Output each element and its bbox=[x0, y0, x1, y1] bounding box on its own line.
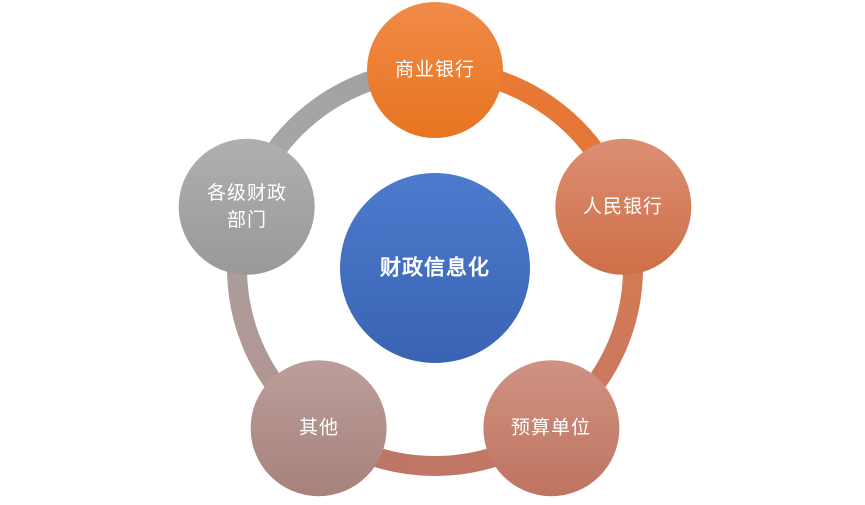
node-circle-other bbox=[250, 360, 387, 497]
node-label-finance-departments: 各级财政部门 bbox=[206, 183, 287, 231]
node-circle-budget-unit bbox=[483, 360, 620, 497]
node-label-budget-unit: 预算单位 bbox=[510, 417, 592, 439]
center-label: 财政信息化 bbox=[380, 256, 490, 280]
node-circle-commercial-bank bbox=[367, 2, 503, 138]
node-circle-finance-departments bbox=[178, 138, 315, 275]
node-label-commercial-bank: 商业银行 bbox=[394, 59, 476, 81]
center-circle bbox=[340, 173, 530, 363]
node-label-peoples-bank: 人民银行 bbox=[582, 196, 664, 218]
node-circle-peoples-bank bbox=[555, 138, 692, 275]
node-label-other: 其他 bbox=[298, 417, 340, 439]
